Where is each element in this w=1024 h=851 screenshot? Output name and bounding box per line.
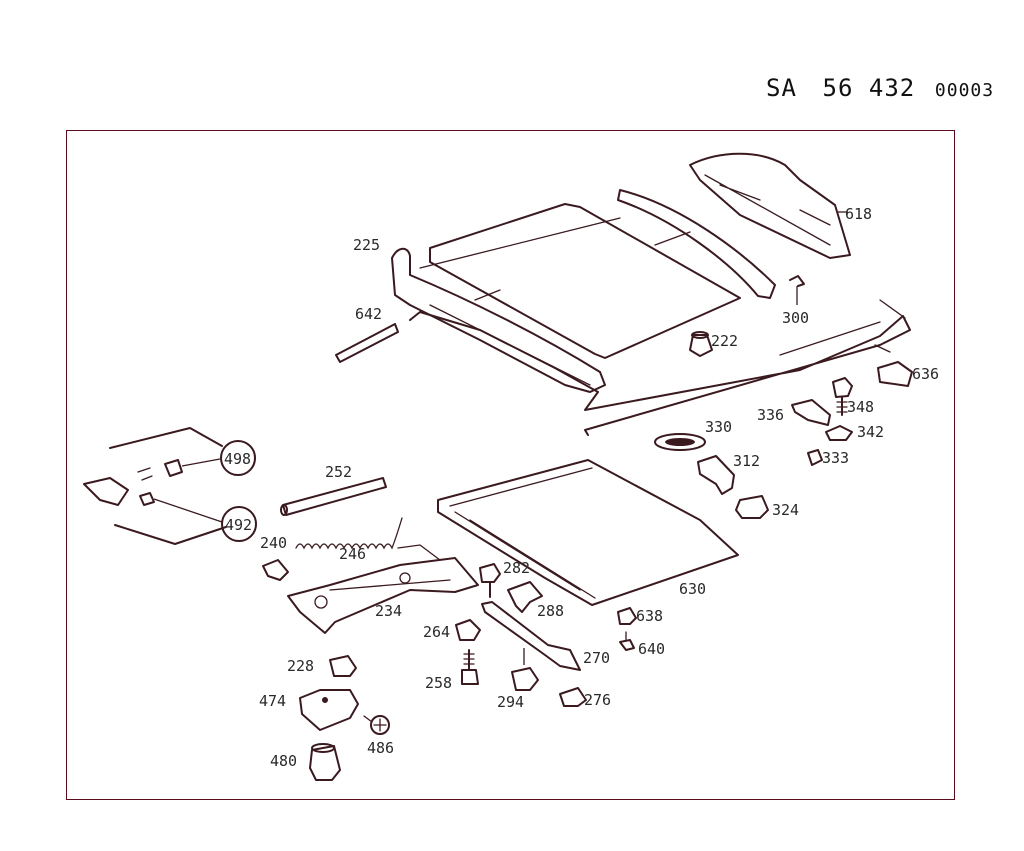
part-252-rod [280,477,387,516]
callout-348: 348 [847,398,874,416]
part-sliding-panel [429,203,741,359]
part-324-holder [735,495,769,519]
part-264-nut [455,619,481,641]
callout-270: 270 [583,649,610,667]
part-276-clip [559,687,587,707]
callout-498: 498 [224,450,251,468]
part-636-guide [877,361,913,387]
part-258-screw [461,649,479,685]
drawing-prefix: SA [766,74,797,102]
part-348-bolt [832,377,853,416]
callout-300: 300 [782,309,809,327]
callout-282: 282 [503,559,530,577]
callout-312: 312 [733,452,760,470]
callout-288: 288 [537,602,564,620]
callout-228: 228 [287,657,314,675]
callout-638: 638 [636,607,663,625]
callout-474: 474 [259,692,286,710]
callout-276: 276 [584,691,611,709]
callout-222: 222 [711,332,738,350]
callout-264: 264 [423,623,450,641]
callout-246: 246 [339,545,366,563]
part-642-drain-tube [335,323,399,363]
part-225-roof-frame [391,217,911,436]
part-300-clip [789,275,805,305]
callout-492: 492 [225,516,252,534]
part-282-bolt [479,563,501,598]
part-333-cap [807,449,823,466]
part-630-panel [437,459,739,606]
part-228-nut [329,655,357,677]
callout-342: 342 [857,423,884,441]
callout-333: 333 [822,449,849,467]
part-front-deflector [617,189,776,299]
callout-480: 480 [270,752,297,770]
part-498-492-assembly [83,427,257,545]
callout-252: 252 [325,463,352,481]
part-222-buffer [689,331,713,357]
part-474-mount [299,689,359,731]
drawing-suffix: 00003 [934,80,995,101]
part-330-grommet [654,433,706,451]
part-312-mount [697,455,735,495]
callout-640: 640 [638,640,665,658]
drawing-reference: SA 56 432 00003 [766,74,994,102]
diagram-frame [66,130,955,800]
drawing-number: 56 432 [822,74,916,102]
callout-618: 618 [845,205,872,223]
callout-324: 324 [772,501,799,519]
callout-486: 486 [367,739,394,757]
callout-336: 336 [757,406,784,424]
part-342-nut [825,425,853,441]
callout-636: 636 [912,365,939,383]
part-638-nut [617,607,637,625]
callout-294: 294 [497,693,524,711]
part-618-rear-seal [689,152,851,259]
callout-330: 330 [705,418,732,436]
callout-642: 642 [355,305,382,323]
callout-225: 225 [353,236,380,254]
part-246-spring [295,517,403,550]
part-294-cap-nut [511,648,539,691]
part-336-bracket [791,399,831,426]
part-486-screw [363,715,390,735]
callout-234: 234 [375,602,402,620]
part-234-mechanism [287,544,479,634]
part-270-rail [481,601,581,671]
callout-258: 258 [425,674,452,692]
callout-630: 630 [679,580,706,598]
part-480-buffer [309,743,341,781]
part-240-clip [262,559,289,581]
part-288-bushing [507,581,543,613]
callout-240: 240 [260,534,287,552]
part-640-screw [619,631,635,651]
